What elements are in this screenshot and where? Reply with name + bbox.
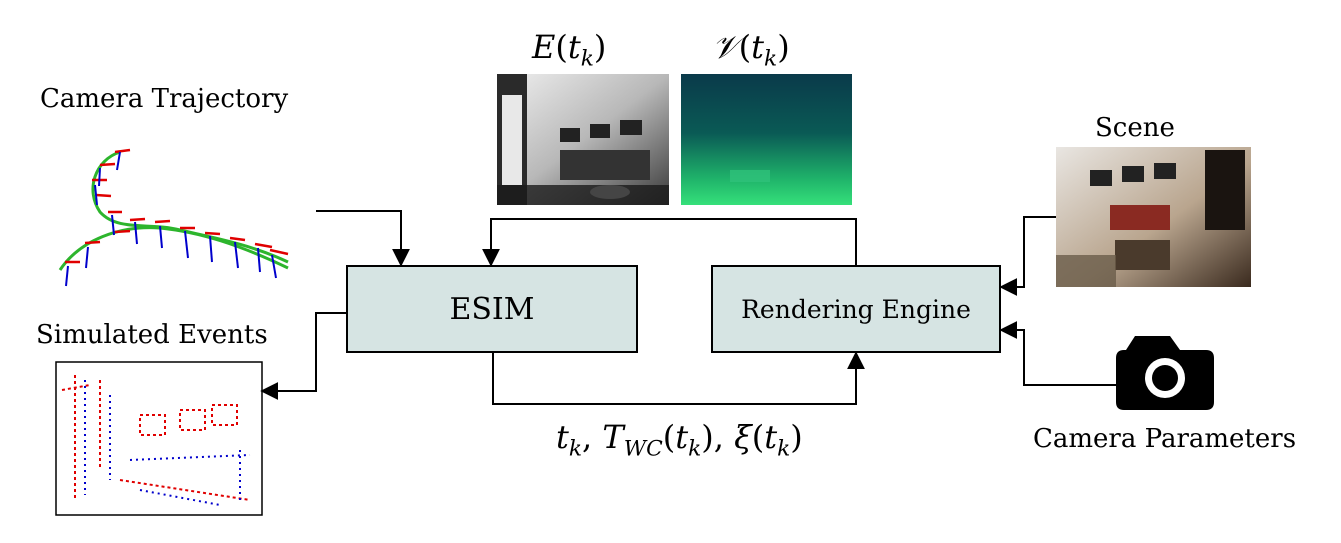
camera-trajectory — [58, 148, 289, 287]
arrow-rendering-to-esim — [482, 218, 857, 267]
simulated-events-image — [55, 361, 263, 516]
arrow-scene-to-rendering — [999, 216, 1056, 296]
scene-label: Scene — [1095, 113, 1175, 143]
arrow-esim-to-rendering — [492, 351, 865, 405]
query-label: tk, TWC(tk), ξ(tk) — [556, 418, 803, 462]
arrow-trajectory-to-esim — [316, 210, 410, 267]
esim-box: ESIM — [346, 265, 638, 353]
rendering-engine-label: Rendering Engine — [741, 294, 971, 324]
arrow-esim-to-events — [260, 312, 346, 400]
intensity-image — [497, 74, 669, 205]
camera-icon — [1116, 336, 1214, 410]
simulated-events-label: Simulated Events — [36, 320, 268, 350]
esim-label: ESIM — [449, 291, 535, 327]
scene-image — [1056, 147, 1251, 287]
camera-trajectory-label: Camera Trajectory — [40, 84, 289, 114]
velocity-map — [681, 74, 852, 205]
camera-parameters-label: Camera Parameters — [1033, 424, 1297, 454]
arrow-camera-to-rendering — [999, 321, 1116, 386]
velocity-map-label: 𝒱(tk) — [712, 28, 790, 72]
intensity-image-label: E(tk) — [532, 28, 607, 72]
